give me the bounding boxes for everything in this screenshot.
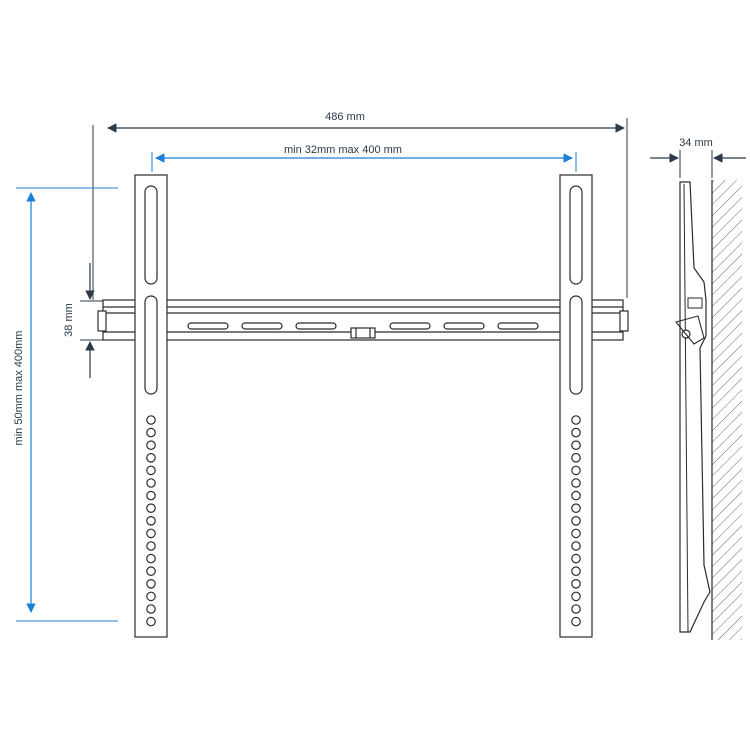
horizontal-rail bbox=[97, 299, 629, 341]
horizontal-spacing-dimension: min 32mm max 400 mm bbox=[151, 144, 577, 172]
mounting-hole bbox=[146, 440, 156, 450]
mounting-hole bbox=[571, 452, 581, 463]
overall-width-label: 486 mm bbox=[325, 111, 365, 123]
mounting-hole bbox=[146, 566, 156, 576]
right-arm-holes bbox=[571, 415, 581, 627]
mounting-hole bbox=[571, 503, 581, 513]
mounting-hole bbox=[571, 490, 581, 501]
mounting-hole bbox=[146, 490, 156, 501]
mounting-hole bbox=[146, 553, 156, 564]
bracket-profile bbox=[679, 181, 711, 633]
mounting-hole bbox=[146, 528, 156, 539]
horizontal-spacing-label: min 32mm max 400 mm bbox=[284, 144, 402, 156]
mounting-hole bbox=[146, 503, 156, 513]
mounting-hole bbox=[571, 440, 581, 450]
mounting-hole bbox=[571, 566, 581, 576]
mounting-hole bbox=[571, 515, 581, 526]
mounting-hole bbox=[146, 478, 156, 488]
left-vertical-arm bbox=[134, 174, 168, 638]
mounting-hole bbox=[146, 452, 156, 463]
left-arm-holes bbox=[146, 415, 156, 627]
rail-height-label: 38 mm bbox=[63, 303, 75, 337]
vertical-spacing-label: min 50mm max 400mm bbox=[13, 331, 25, 446]
mounting-hole bbox=[571, 578, 581, 589]
mounting-hole bbox=[571, 604, 581, 614]
mounting-hole bbox=[571, 553, 581, 564]
vertical-spacing-dimension: min 50mm max 400mm bbox=[13, 187, 118, 622]
rail-lock bbox=[350, 327, 376, 339]
wall-hatch bbox=[712, 180, 742, 640]
side-view: 34 mm bbox=[650, 137, 746, 640]
mounting-hole bbox=[571, 465, 581, 476]
mounting-hole bbox=[571, 427, 581, 438]
mounting-hole bbox=[146, 541, 156, 551]
mounting-hole bbox=[146, 604, 156, 614]
wall-distance-label: 34 mm bbox=[679, 137, 713, 149]
mounting-hole bbox=[146, 578, 156, 589]
rail-slots bbox=[187, 322, 539, 330]
mounting-hole bbox=[571, 415, 581, 425]
mounting-hole bbox=[571, 478, 581, 488]
right-vertical-arm bbox=[559, 174, 593, 638]
overall-width-dimension: 486 mm bbox=[92, 111, 628, 300]
mounting-hole bbox=[146, 427, 156, 438]
mounting-hole bbox=[146, 465, 156, 476]
mounting-hole bbox=[146, 515, 156, 526]
mounting-hole bbox=[571, 616, 581, 627]
mounting-hole bbox=[571, 528, 581, 539]
mounting-hole bbox=[146, 616, 156, 627]
mounting-hole bbox=[571, 541, 581, 551]
mounting-hole bbox=[146, 415, 156, 425]
mounting-hole bbox=[146, 591, 156, 602]
mounting-hole bbox=[571, 591, 581, 602]
